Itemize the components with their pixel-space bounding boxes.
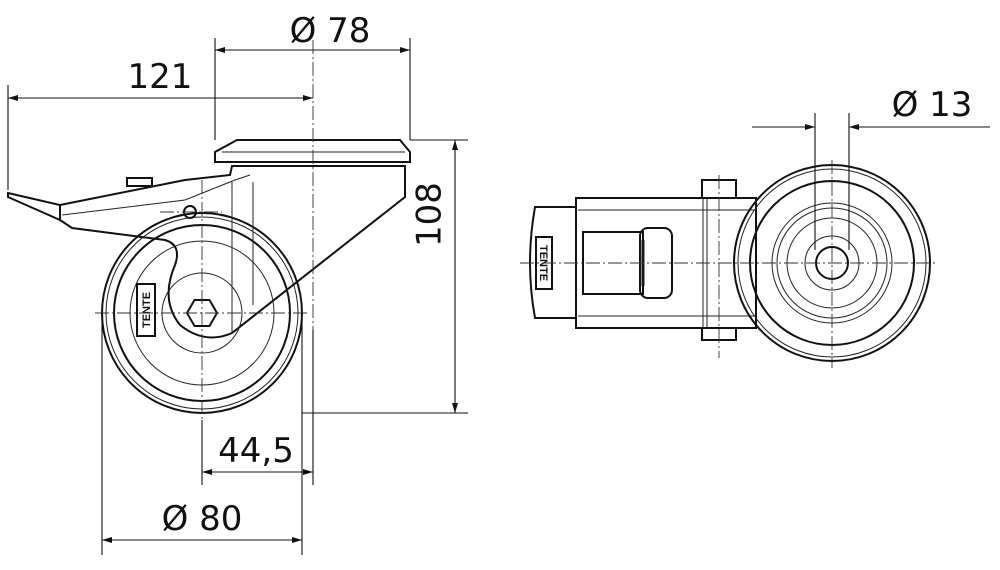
- bottom-dimensions: Ø 13: [752, 85, 990, 250]
- side-dimensions: 121 Ø 78 108 44,5 Ø 80: [7, 11, 468, 555]
- bottom-view: TENTE: [520, 160, 935, 368]
- side-view: TENTE: [7, 40, 411, 420]
- dim-plate-diameter: Ø 78: [290, 11, 371, 51]
- dim-wheel-diameter: Ø 80: [162, 499, 243, 539]
- fork-body: [59, 165, 406, 339]
- dim-height: 108: [410, 182, 450, 247]
- brake-pedal-tab: [126, 177, 153, 187]
- brake-lever: [7, 191, 61, 222]
- dim-overall-length: 121: [128, 57, 193, 97]
- dim-bore-diameter: Ø 13: [892, 85, 973, 125]
- tente-logo-side: TENTE: [136, 283, 156, 337]
- top-plate: [214, 139, 411, 163]
- svg-text:TENTE: TENTE: [141, 292, 153, 328]
- dim-offset: 44,5: [218, 431, 294, 471]
